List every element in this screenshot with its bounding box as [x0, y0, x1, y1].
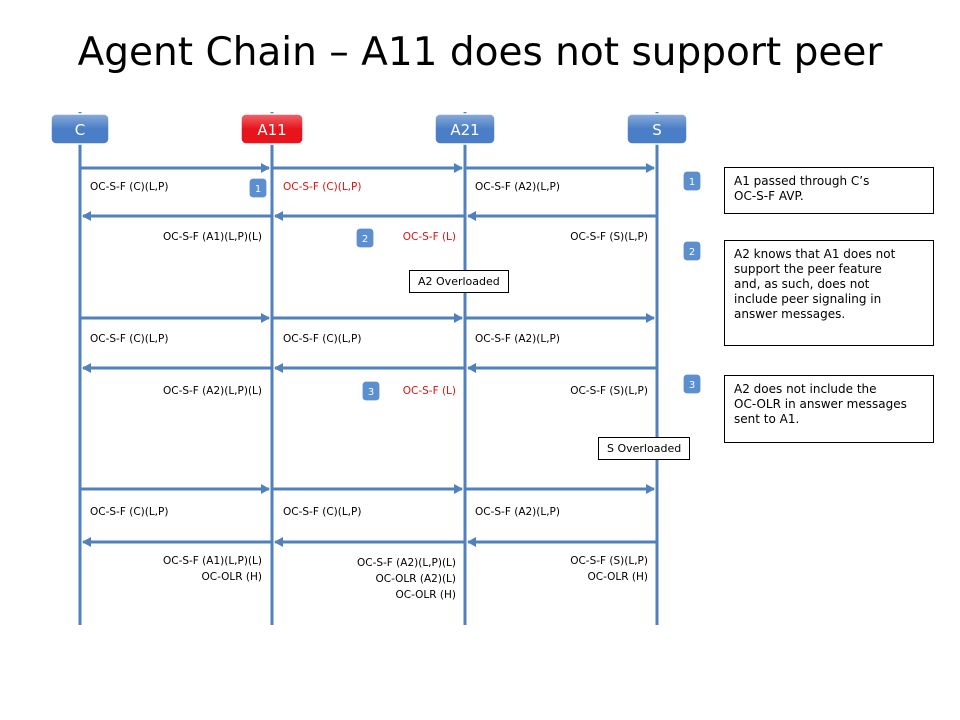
- note-3: A2 does not include the OC-OLR in answer…: [724, 375, 934, 443]
- message-label: OC-S-F (A2)(L,P)(L): [357, 557, 456, 569]
- message-label: OC-S-F (S)(L,P): [570, 385, 648, 397]
- message-label: OC-S-F (S)(L,P): [570, 555, 648, 567]
- overload-label-a2: A2 Overloaded: [409, 270, 509, 293]
- badge-number: 1: [689, 177, 695, 188]
- badge-number: 2: [689, 247, 695, 258]
- message-label: OC-OLR (H): [587, 571, 648, 583]
- message-label: OC-S-F (C)(L,P): [283, 181, 361, 193]
- message-label: OC-S-F (A2)(L,P): [475, 333, 560, 345]
- badge-number: 1: [255, 184, 261, 195]
- message-label: OC-S-F (C)(L,P): [283, 333, 361, 345]
- message-label: OC-S-F (C)(L,P): [90, 181, 168, 193]
- badge-number: 2: [362, 234, 368, 245]
- badge-number: 3: [368, 387, 374, 398]
- actor-a11: A11: [240, 113, 304, 145]
- step-badge-1: 1: [248, 177, 268, 199]
- overload-label-s: S Overloaded: [598, 437, 691, 460]
- actor-a21: A21: [434, 113, 496, 145]
- message-label: OC-S-F (C)(L,P): [283, 506, 361, 518]
- step-badge-2: 2: [355, 227, 375, 249]
- actor-label: S: [652, 121, 662, 139]
- note-2: A2 knows that A1 does not support the pe…: [724, 240, 934, 346]
- message-label: OC-S-F (A2)(L,P): [475, 181, 560, 193]
- note-1: A1 passed through C’s OC-S-F AVP.: [724, 167, 934, 214]
- message-label: OC-OLR (H): [201, 571, 262, 583]
- note-badge-2: 2: [682, 240, 702, 262]
- message-label: OC-S-F (A1)(L,P)(L): [163, 555, 262, 567]
- message-label: OC-S-F (L): [403, 231, 456, 243]
- message-label: OC-OLR (A2)(L): [375, 573, 456, 585]
- badge-number: 3: [689, 380, 695, 391]
- actor-label: A11: [257, 121, 286, 139]
- message-label: OC-S-F (S)(L,P): [570, 231, 648, 243]
- actor-s: S: [626, 113, 688, 145]
- message-label: OC-OLR (H): [395, 589, 456, 601]
- message-label: OC-S-F (A2)(L,P)(L): [163, 385, 262, 397]
- message-label: OC-S-F (C)(L,P): [90, 506, 168, 518]
- note-badge-3: 3: [682, 373, 702, 395]
- note-badge-1: 1: [682, 170, 702, 192]
- step-badge-3: 3: [361, 380, 381, 402]
- actor-label: A21: [450, 121, 479, 139]
- slide-title: Agent Chain – A11 does not support peer: [77, 30, 883, 75]
- message-label: OC-S-F (A2)(L,P): [475, 506, 560, 518]
- actor-c: C: [50, 113, 110, 145]
- message-label: OC-S-F (A1)(L,P)(L): [163, 231, 262, 243]
- actor-label: C: [75, 121, 85, 139]
- message-label: OC-S-F (C)(L,P): [90, 333, 168, 345]
- message-label: OC-S-F (L): [403, 385, 456, 397]
